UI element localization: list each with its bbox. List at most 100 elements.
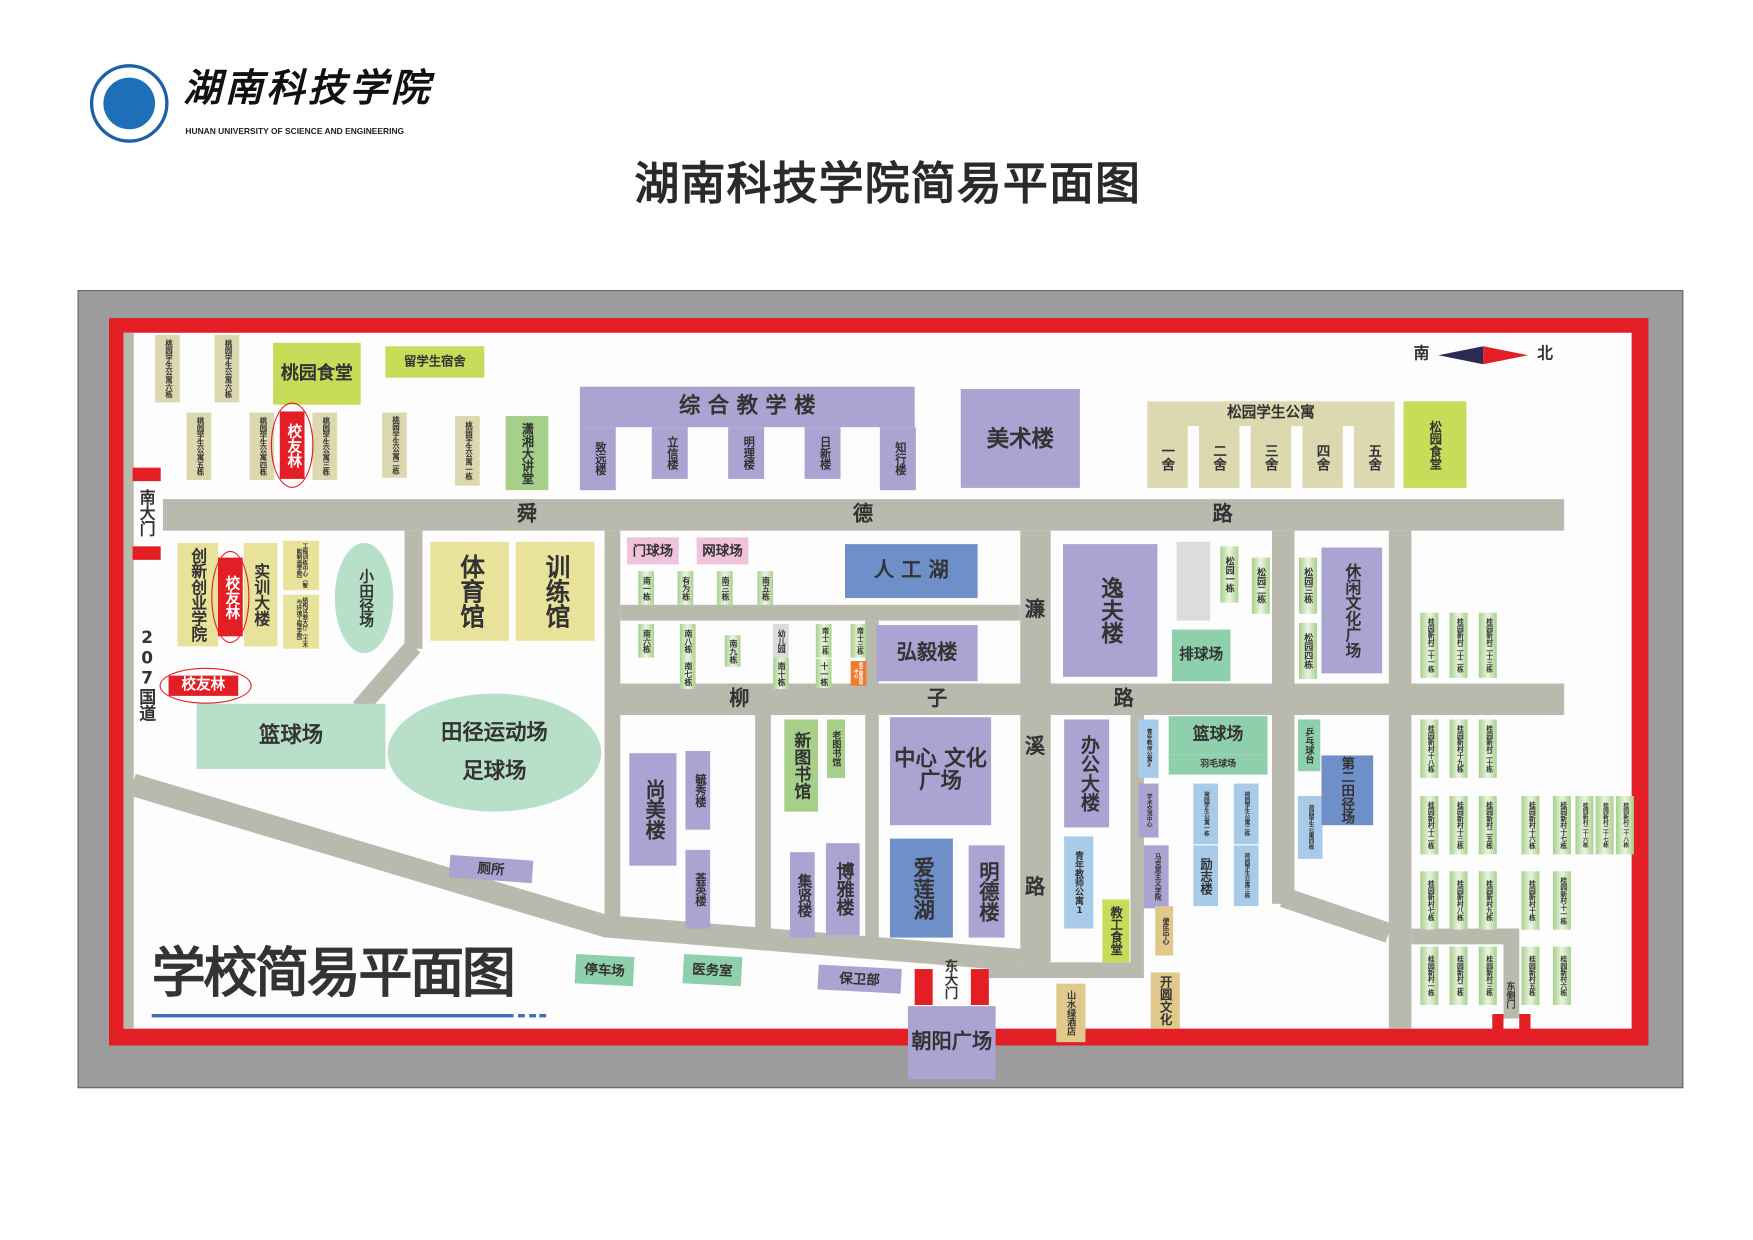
place-youwei[interactable]: 有为栋 [677,571,694,605]
place-east-side-gate[interactable]: 东侧门 [1505,981,1517,1009]
place-zhongxin[interactable]: 中心 文化广场 [889,717,992,826]
place-gy6[interactable]: 桂园新村六栋 [1552,946,1571,1006]
place-nan8[interactable]: 南八栋 [679,623,696,658]
place-gy25[interactable]: 桂园新村二五栋 [1478,795,1497,855]
place-nan6[interactable]: 南六栋 [638,623,654,658]
place-rengonghu[interactable]: 人 工 湖 [845,544,978,599]
place-zhixing[interactable]: 知行楼 [879,427,916,491]
place-bianmin[interactable]: 便民中心 [1155,906,1174,956]
place-nan12[interactable]: 南十二栋 [815,623,832,658]
place-taoyuan5[interactable]: 桃园学生公寓五栋 [186,412,212,481]
place-pingpang[interactable]: 乒乓球台 [1297,719,1321,772]
place-qingnian2[interactable]: 青年教师公寓2 [1138,719,1159,778]
place-zhiyuan[interactable]: 致远楼 [579,427,616,491]
place-heyuan3[interactable]: 荷园学生公寓三栋 [1233,845,1259,907]
place-songyuan3[interactable]: 松园三栋 [1298,557,1317,614]
place-basketball1[interactable]: 篮球场 [196,703,386,769]
place-laoganbu[interactable]: 老干部活动中心 [850,661,867,686]
place-nan10[interactable]: 南十栋 [773,657,789,690]
place-xiuxian[interactable]: 休闲文化广场 [1321,547,1383,674]
place-songyuan-apts[interactable]: 松园学生公寓 [1147,401,1395,427]
place-gy23[interactable]: 桂园新村二十三栋 [1478,612,1497,678]
place-xunlianguan[interactable]: 训练馆 [515,541,595,641]
place-gy18[interactable]: 桂园新村十八栋 [1420,719,1439,778]
place-gongcheng[interactable]: 工程训练中心（智能制造学院） [283,540,320,591]
place-shangmei[interactable]: 尚美楼 [629,753,677,866]
place-chuangxin[interactable]: 创新创业学院 [177,542,218,647]
place-gy2[interactable]: 桂园新村二栋 [1449,946,1468,1006]
place-gy19[interactable]: 桂园新村十九栋 [1449,719,1468,778]
place-yuxiu[interactable]: 毓秀楼 [685,750,711,830]
place-gy12[interactable]: 桂园新村十二栋 [1420,795,1439,855]
place-songyuan2[interactable]: 松园二栋 [1251,557,1270,614]
place-shanshui[interactable]: 山水绿酒店 [1056,983,1086,1043]
place-boya[interactable]: 博雅楼 [825,843,860,936]
place-laotushu[interactable]: 老图书馆 [827,719,846,778]
place-xueshu[interactable]: 学术交流中心 [1138,783,1159,838]
place-jixian[interactable]: 集贤楼 [789,852,815,938]
place-gy17[interactable]: 桂园新村十七栋 [1552,795,1571,855]
place-taoyuan1[interactable]: 桃园学生公寓一栋 [455,415,480,486]
place-nan7[interactable]: 南七栋 [679,657,696,690]
place-nan5[interactable]: 南五栋 [757,571,774,605]
place-she4[interactable]: 四舍 [1302,426,1343,488]
place-grey-block[interactable] [1176,541,1211,621]
place-taoyuan3[interactable]: 桃园学生公寓三栋 [312,412,338,481]
place-songyuan4[interactable]: 松园四栋 [1298,622,1317,680]
place-taoyuan6b[interactable]: 桃园学生公寓六栋 [214,335,240,403]
place-gy5[interactable]: 桂园新村五栋 [1521,946,1540,1006]
place-paiqiu[interactable]: 排球场 [1172,629,1231,682]
place-tianjing2[interactable]: 第二田径场 [1321,755,1374,826]
place-nan11[interactable]: 十一栋 [815,658,832,689]
place-she1[interactable]: 一舍 [1147,426,1188,488]
place-huiying[interactable]: 荟英楼 [685,849,711,929]
place-hongyi[interactable]: 弘毅楼 [876,625,978,682]
place-gy9[interactable]: 桂园新村九栋 [1478,871,1497,930]
place-security[interactable]: 保卫部 [817,964,902,994]
place-xiaoxiang[interactable]: 潇湘大讲堂 [505,415,549,491]
place-taoyuan-canteen[interactable]: 桃园食堂 [273,342,361,405]
place-gy7[interactable]: 桂园新村七栋 [1420,871,1439,930]
place-zonghe[interactable]: 综 合 教 学 楼 [579,386,915,428]
place-makesi[interactable]: 马克思主义学院 [1143,845,1169,909]
place-bangong[interactable]: 办公大楼 [1064,719,1110,828]
place-meishu[interactable]: 美术楼 [960,388,1080,488]
place-basketball2[interactable]: 篮球场 [1168,716,1268,755]
place-xintushu[interactable]: 新图书馆 [784,719,819,812]
place-taoyuan2[interactable]: 桃园学生公寓二栋 [382,412,407,478]
place-gy3[interactable]: 桂园新村三栋 [1478,946,1497,1006]
place-lizhi[interactable]: 励志楼 [1193,845,1219,907]
place-gy1[interactable]: 桂园新村一栋 [1420,946,1439,1006]
place-jiegou[interactable]: 结构试验大厅（土木与环境工程学院） [283,594,320,649]
place-nan9[interactable]: 南九栋 [724,635,741,667]
place-gy11[interactable]: 桂园新村十一栋 [1552,871,1571,930]
place-nan13[interactable]: 南十三栋 [850,623,867,658]
place-gy26[interactable]: 桂园新村二十六栋 [1575,795,1594,855]
place-heyuan4[interactable]: 荷园学生公寓四栋 [1297,795,1323,859]
place-highway[interactable]: 207国道 [136,627,158,722]
place-she3[interactable]: 三舍 [1250,426,1292,488]
place-south-gate[interactable]: 南大门 [137,489,156,537]
place-xiaotianjing[interactable]: 小田径场 [334,542,394,654]
place-she2[interactable]: 二舍 [1198,426,1240,488]
place-yifu[interactable]: 逸夫楼 [1063,544,1158,677]
place-taoyuan6a[interactable]: 桃园学生公寓六栋 [155,335,180,403]
place-badminton[interactable]: 羽毛球场 [1168,754,1268,775]
place-gy21[interactable]: 桂园新村二十一栋 [1420,612,1439,678]
place-ailianhu[interactable]: 爱莲湖 [889,838,953,938]
place-qingnian1[interactable]: 青年教师公寓1 [1064,836,1094,929]
place-menqiu[interactable]: 门球场 [627,537,679,565]
place-parking[interactable]: 停车场 [574,954,635,987]
place-gy20[interactable]: 桂园新村二十栋 [1478,719,1497,778]
place-gy16[interactable]: 桂园新村十六栋 [1521,795,1540,855]
place-gy27[interactable]: 桂园新村二十七栋 [1595,795,1614,855]
place-nan3[interactable]: 南三栋 [716,571,733,605]
place-mingli[interactable]: 明理楼 [728,427,765,479]
place-gy10[interactable]: 桂园新村十栋 [1521,871,1540,930]
place-gy13[interactable]: 桂园新村十三栋 [1449,795,1468,855]
place-kaiyuan[interactable]: 开圆文化 [1150,972,1180,1029]
place-mingde[interactable]: 明德楼 [968,845,1005,938]
place-stadium[interactable]: 田径运动场足球场 [387,693,602,812]
place-lixin[interactable]: 立信楼 [651,427,688,479]
place-heyuan1[interactable]: 荷园学生公寓一栋 [1193,783,1219,845]
